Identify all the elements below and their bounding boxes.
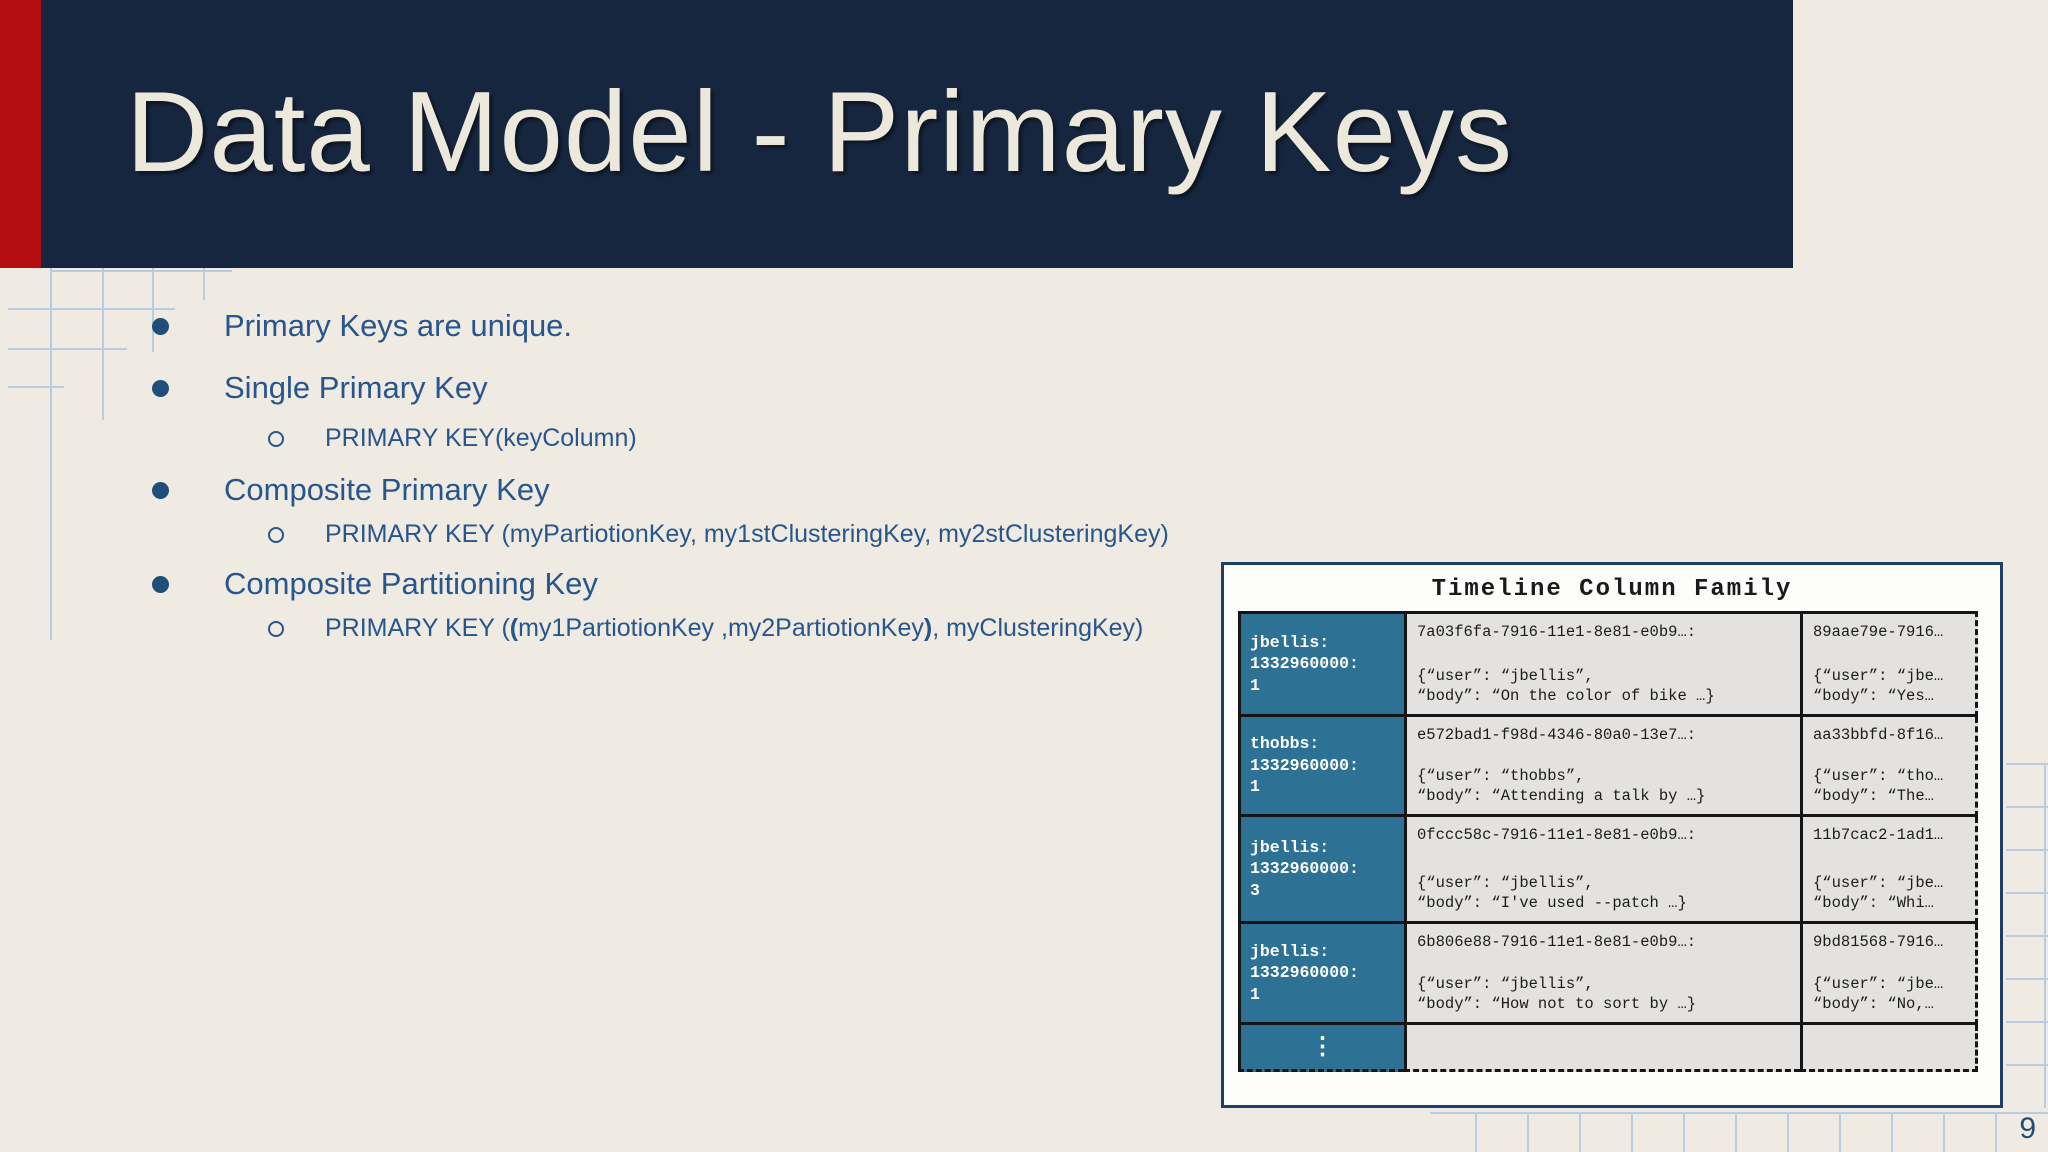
table-cell: 6b806e88-7916-11e1-8e81-e0b9…: {“user”: …: [1404, 924, 1800, 1025]
grid-line: [8, 386, 64, 388]
timeline-column-family-figure: Timeline Column Family jbellis: 13329600…: [1221, 562, 2003, 1108]
bullet-composite-partitioning-key: Composite Partitioning Key: [150, 564, 1100, 604]
column-uuid: e572bad1-f98d-4346-80a0-13e7…:: [1417, 726, 1697, 744]
table-cell: 0fccc58c-7916-11e1-8e81-e0b9…: {“user”: …: [1404, 817, 1800, 924]
row-key: jbellis: 1332960000: 3: [1238, 817, 1404, 924]
column-uuid: 11b7cac2-1ad1…: [1813, 826, 1944, 844]
grid-line: [1527, 1112, 1529, 1152]
column-uuid: 9bd81568-7916…: [1813, 933, 1944, 951]
row-key: jbellis: 1332960000: 1: [1238, 924, 1404, 1025]
column-uuid: 89aae79e-7916…: [1813, 623, 1944, 641]
grid-line: [1943, 1112, 1945, 1152]
column-uuid: 7a03f6fa-7916-11e1-8e81-e0b9…:: [1417, 623, 1697, 641]
red-accent-bar: [0, 0, 41, 268]
grid-line: [152, 268, 154, 352]
column-value: {“user”: “jbellis”, “body”: “On the colo…: [1417, 666, 1715, 705]
column-value: {“user”: “thobbs”, “body”: “Attending a …: [1417, 766, 1706, 805]
grid-line: [1995, 1112, 1997, 1152]
grid-line: [2006, 892, 2048, 894]
grid-line: [203, 268, 205, 300]
slide-header: Data Model - Primary Keys: [0, 0, 1793, 268]
row-key-ellipsis: ⋮: [1238, 1025, 1404, 1072]
grid-line: [2044, 763, 2046, 1108]
grid-line: [2006, 763, 2048, 765]
grid-line: [2006, 935, 2048, 937]
grid-line: [1787, 1112, 1789, 1152]
grid-line: [102, 268, 104, 420]
column-value: {“user”: “jbe… “body”: “No,…: [1813, 974, 1944, 1013]
bullet-label: Composite Partitioning Key: [224, 566, 598, 601]
column-value: {“user”: “jbellis”, “body”: “How not to …: [1417, 974, 1697, 1013]
column-family-table: jbellis: 1332960000: 1 7a03f6fa-7916-11e…: [1238, 611, 1978, 1072]
grid-line: [8, 308, 175, 310]
column-uuid: 0fccc58c-7916-11e1-8e81-e0b9…:: [1417, 826, 1697, 844]
bullet-composite-primary-key: Composite Primary Key: [150, 470, 1100, 510]
grid-line: [50, 270, 232, 272]
grid-line: [2006, 1021, 2048, 1023]
grid-line: [50, 268, 52, 640]
table-cell-truncated: aa33bbfd-8f16… {“user”: “tho… “body”: “T…: [1800, 717, 1978, 817]
column-value: {“user”: “jbellis”, “body”: “I've used -…: [1417, 873, 1687, 912]
grid-line: [2006, 1064, 2048, 1066]
table-cell-truncated: 11b7cac2-1ad1… {“user”: “jbe… “body”: “W…: [1800, 817, 1978, 924]
table-cell-truncated: 89aae79e-7916… {“user”: “jbe… “body”: “Y…: [1800, 611, 1978, 717]
column-uuid: aa33bbfd-8f16…: [1813, 726, 1944, 744]
subbullet-composite-primary-key: PRIMARY KEY (myPartiotionKey, my1stClust…: [150, 518, 1169, 550]
grid-line: [1839, 1112, 1841, 1152]
table-cell-empty: [1404, 1025, 1800, 1072]
bullet-single-primary-key: Single Primary Key: [150, 368, 1100, 408]
subbullet-label: PRIMARY KEY(keyColumn): [325, 424, 637, 452]
bullet-label: Single Primary Key: [224, 370, 488, 405]
subbullet-composite-partitioning-key: PRIMARY KEY ((my1PartiotionKey ,my2Parti…: [150, 612, 1143, 644]
subbullet-primary-key-keycolumn: PRIMARY KEY(keyColumn): [150, 422, 1100, 454]
bullet-label: Primary Keys are unique.: [224, 308, 573, 343]
grid-line: [1891, 1112, 1893, 1152]
grid-line: [1579, 1112, 1581, 1152]
grid-line: [1430, 1112, 2048, 1114]
grid-line: [1631, 1112, 1633, 1152]
grid-line: [8, 348, 127, 350]
column-value: {“user”: “tho… “body”: “The…: [1813, 766, 1944, 805]
row-key: thobbs: 1332960000: 1: [1238, 717, 1404, 817]
grid-line: [2006, 849, 2048, 851]
bullet-label: Composite Primary Key: [224, 472, 550, 507]
subbullet-label: PRIMARY KEY (myPartiotionKey, my1stClust…: [325, 520, 1169, 548]
column-value: {“user”: “jbe… “body”: “Yes…: [1813, 666, 1944, 705]
column-value: {“user”: “jbe… “body”: “Whi…: [1813, 873, 1944, 912]
page-title: Data Model - Primary Keys: [126, 69, 1514, 196]
column-uuid: 6b806e88-7916-11e1-8e81-e0b9…:: [1417, 933, 1697, 951]
subbullet-label: PRIMARY KEY ((my1PartiotionKey ,my2Parti…: [325, 614, 1144, 642]
grid-line: [1475, 1112, 1477, 1152]
table-cell: 7a03f6fa-7916-11e1-8e81-e0b9…: {“user”: …: [1404, 611, 1800, 717]
table-cell: e572bad1-f98d-4346-80a0-13e7…: {“user”: …: [1404, 717, 1800, 817]
figure-title: Timeline Column Family: [1431, 576, 1793, 603]
bullet-primary-keys-unique: Primary Keys are unique.: [150, 306, 1100, 346]
grid-line: [1683, 1112, 1685, 1152]
page-number: 9: [2019, 1112, 2036, 1145]
grid-line: [1735, 1112, 1737, 1152]
grid-line: [2006, 978, 2048, 980]
table-cell-truncated: 9bd81568-7916… {“user”: “jbe… “body”: “N…: [1800, 924, 1978, 1025]
table-cell-empty: [1800, 1025, 1978, 1072]
grid-line: [2006, 806, 2048, 808]
bullet-list: Primary Keys are unique. Single Primary …: [150, 306, 1169, 644]
row-key: jbellis: 1332960000: 1: [1238, 611, 1404, 717]
